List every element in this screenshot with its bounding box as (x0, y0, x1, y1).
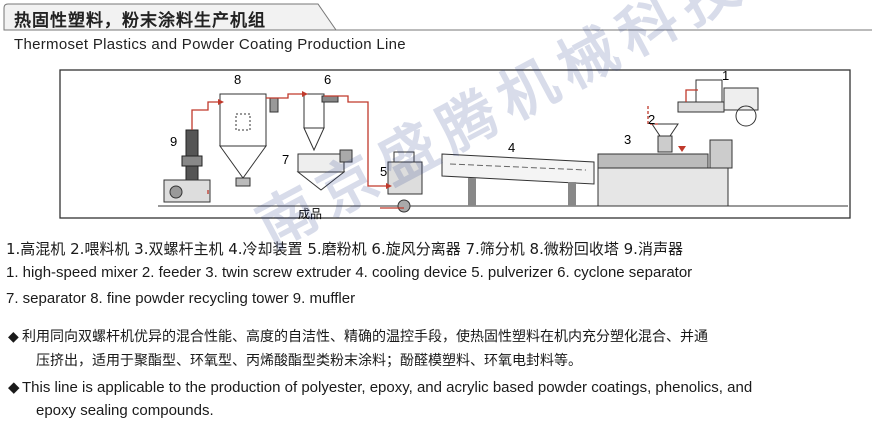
diamond-bullet-icon: ◆ (8, 379, 20, 396)
cyclone-unit (303, 93, 339, 152)
recycling-tower-unit (219, 93, 279, 187)
muffler-unit (163, 129, 211, 203)
separator-unit (296, 149, 353, 191)
label-4: 4 (508, 140, 515, 155)
desc-zh-1-text: 利用同向双螺杆机优异的混合性能、高度的自洁性、精确的温控手段，使热固性塑料在机内… (22, 329, 708, 345)
cooling-device-unit (441, 153, 595, 206)
desc-zh-1: ◆利用同向双螺杆机优异的混合性能、高度的自洁性、精确的温控手段，使热固性塑料在机… (8, 326, 708, 346)
label-3: 3 (624, 132, 631, 147)
legend-en-2: 7. separator 8. fine powder recycling to… (6, 290, 356, 307)
diamond-bullet-icon: ◆ (8, 329, 19, 345)
legend-en-1: 1. high-speed mixer 2. feeder 3. twin sc… (6, 264, 693, 281)
legend-zh: 1.高混机 2.喂料机 3.双螺杆主机 4.冷却装置 5.磨粉机 6.旋风分离器… (6, 240, 683, 258)
flow-arrows (218, 91, 686, 189)
label-7: 7 (282, 152, 289, 167)
product-label: 成品 (298, 207, 322, 221)
desc-en-1-text: This line is applicable to the productio… (22, 379, 753, 396)
diagram-frame (59, 69, 851, 219)
pulverizer-unit (387, 151, 423, 213)
feeder-unit (651, 123, 679, 153)
page-subtitle: Thermoset Plastics and Powder Coating Pr… (14, 36, 406, 53)
desc-en-1: ◆This line is applicable to the producti… (8, 378, 752, 396)
mixer-unit (677, 79, 759, 127)
production-line-diagram: 8 6 9 7 5 4 3 2 1 成品 (59, 68, 851, 221)
header-frame (3, 3, 872, 31)
label-2: 2 (648, 112, 655, 127)
conveying-lines (191, 89, 698, 209)
label-9: 9 (170, 134, 177, 149)
desc-zh-2: 压挤出，适用于聚酯型、环氧型、丙烯酸酯型类粉末涂料；酚醛模塑料、环氧电封料等。 (36, 353, 582, 369)
label-8: 8 (234, 72, 241, 87)
label-6: 6 (324, 72, 331, 87)
desc-en-2: epoxy sealing compounds. (36, 402, 214, 419)
header-banner: 热固性塑料，粉末涂料生产机组 (0, 0, 875, 34)
extruder-unit (597, 139, 733, 207)
page-title: 热固性塑料，粉末涂料生产机组 (14, 11, 266, 31)
label-5: 5 (380, 164, 387, 179)
label-1: 1 (722, 68, 729, 83)
